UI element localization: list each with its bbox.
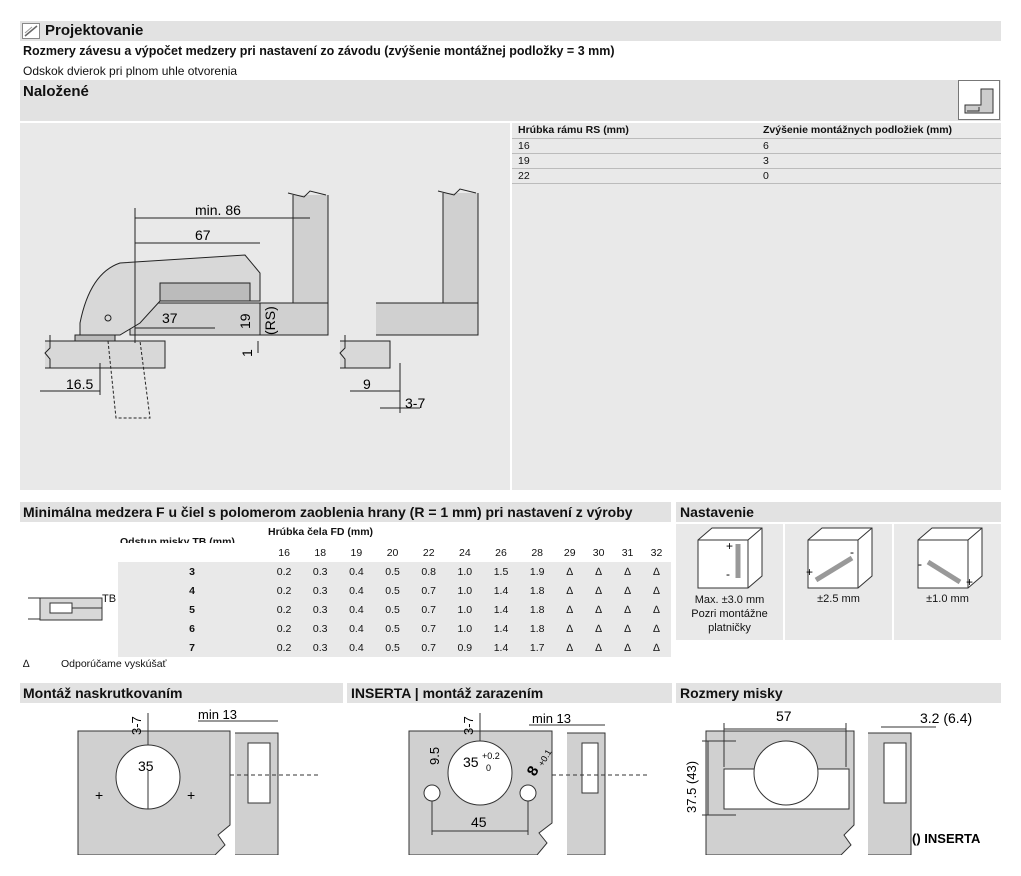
inserta-dim-3-7: 3-7 — [461, 716, 476, 735]
miska-dim-3-2: 3.2 (6.4) — [920, 710, 972, 726]
page-note: Odskok dvierok pri plnom uhle otvorenia — [23, 64, 238, 78]
fd-col: 22 — [422, 546, 435, 559]
miska-inserta-label: () INSERTA — [912, 831, 981, 846]
nastavenie-title-bar — [676, 502, 1001, 522]
tb-label: TB — [102, 593, 117, 605]
inserta-drawing: 3-7 9.5 35 +0.2 0 8 +0.1 45 min 13 — [408, 711, 647, 855]
header-bar — [20, 21, 1001, 41]
montaz-title: Montáž naskrutkovaním — [23, 685, 183, 701]
inserta-dim-min13: min 13 — [532, 711, 571, 726]
page-subtitle: Rozmery závesu a výpočet medzery pri nas… — [23, 44, 615, 58]
dim-min86: min. 86 — [195, 202, 241, 218]
gap-title: Minimálna medzera F u čiel s polomerom z… — [23, 504, 633, 520]
montaz-dim-3-7: 3-7 — [129, 716, 144, 735]
dim-67: 67 — [195, 227, 211, 243]
adjust-side-icon: -+ — [917, 527, 983, 589]
fd-col: 28 — [531, 546, 544, 559]
svg-text:-: - — [850, 545, 854, 559]
montaz-drawing: + + 3-7 35 min 13 — [77, 707, 320, 855]
fd-col: 19 — [350, 546, 363, 559]
header-icon — [22, 23, 40, 39]
fd-col: 32 — [650, 546, 663, 559]
table-cell: 16 — [512, 138, 757, 154]
overlay-hinge-icon — [958, 80, 1000, 120]
nastavenie-title: Nastavenie — [680, 504, 754, 520]
adjust-depth-icon: +- — [806, 527, 873, 589]
dim-16-5: 16.5 — [66, 376, 93, 392]
miska-title-bar — [676, 683, 1001, 703]
tb-header: Odstup misky TB (mm) — [120, 536, 235, 548]
inserta-dim-sup: +0.2 — [482, 751, 500, 761]
rs-table: Hrúbka rámu RS (mm) Zvýšenie montážnych … — [512, 123, 1001, 184]
svg-text:+: + — [966, 575, 973, 589]
inserta-dim-45: 45 — [471, 814, 487, 830]
table-cell: 3 — [757, 153, 1001, 169]
miska-drawing: 57 3.2 (6.4) 37.5 (43) () INSERTA — [684, 708, 981, 855]
table-cell: 22 — [512, 168, 757, 184]
table-cell: 6 — [757, 138, 1001, 154]
hinge-drawing: min. 86 67 37 19 (RS) 1 16.5 9 3-7 — [40, 188, 479, 419]
svg-text:-: - — [918, 557, 922, 571]
adjust-2-label: ±2.5 mm — [817, 593, 860, 605]
fd-col: 18 — [314, 546, 327, 559]
montaz-dim-35: 35 — [138, 758, 154, 774]
fd-col: 20 — [386, 546, 399, 559]
adjust-vertical-icon: +- — [697, 527, 763, 589]
svg-text:+: + — [187, 787, 195, 803]
fd-col: 30 — [592, 546, 605, 559]
montaz-title-bar — [20, 683, 343, 703]
page-title: Projektovanie — [45, 22, 144, 39]
gap-drawing: TB — [20, 524, 116, 656]
dim-1: 1 — [239, 349, 255, 357]
fd-header: Hrúbka čela FD (mm) — [268, 526, 374, 538]
section-title: Naložené — [23, 83, 89, 100]
dim-3-7: 3-7 — [405, 395, 425, 411]
fd-col: 26 — [495, 546, 507, 559]
montaz-dim-min13: min 13 — [198, 707, 237, 722]
rs-col-header: Zvýšenie montážnych podložiek (mm) — [757, 123, 1001, 139]
miska-dim-37-5: 37.5 (43) — [684, 761, 699, 813]
adjust-1-label: Max. ±3.0 mm Pozri montážne platničky — [691, 594, 768, 634]
fd-col: 24 — [459, 546, 471, 559]
inserta-title: INSERTA | montáž zarazením — [351, 685, 544, 701]
miska-dim-57: 57 — [776, 708, 792, 724]
miska-title: Rozmery misky — [680, 685, 783, 701]
dim-rs: (RS) — [262, 306, 278, 335]
svg-text:+: + — [95, 787, 103, 803]
adjust-3-label: ±1.0 mm — [926, 593, 969, 605]
inserta-dim-sub: 0 — [486, 763, 491, 773]
rs-table-panel — [512, 123, 1001, 490]
rs-col-header: Hrúbka rámu RS (mm) — [512, 123, 757, 139]
table-cell: 19 — [512, 153, 757, 169]
dim-19: 19 — [237, 313, 253, 329]
legend-text: Odporúčame vyskúšať — [61, 658, 167, 670]
svg-text:+: + — [806, 565, 813, 579]
svg-text:+: + — [726, 539, 733, 553]
section-bar — [20, 80, 1001, 121]
dim-9: 9 — [363, 376, 371, 392]
inserta-dim-35: 35 — [463, 754, 479, 770]
gap-title-bar — [20, 502, 671, 522]
fd-col: 31 — [621, 546, 634, 559]
inserta-dim-9-5: 9.5 — [427, 747, 442, 765]
dim-37: 37 — [162, 310, 178, 326]
table-cell: 0 — [757, 168, 1001, 184]
legend-symbol: ∆ — [23, 658, 30, 670]
fd-col: 29 — [563, 546, 576, 559]
fd-col: 16 — [278, 546, 290, 559]
inserta-title-bar — [347, 683, 672, 703]
svg-text:-: - — [726, 567, 730, 581]
